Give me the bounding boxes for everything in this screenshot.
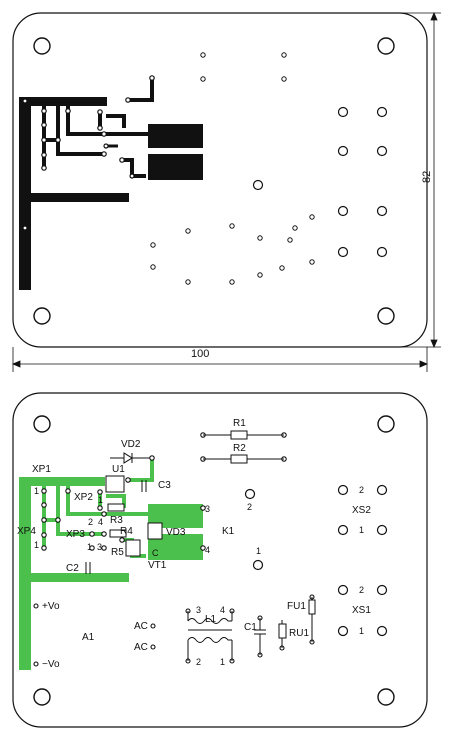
label-fu1: FU1 — [287, 601, 306, 612]
label-c2: C2 — [66, 563, 79, 574]
mount-hole-br — [377, 688, 395, 706]
mount-hole-tr — [377, 415, 395, 433]
mount-hole-tl — [33, 37, 51, 55]
label-r2: R2 — [233, 443, 246, 454]
mount-hole-bl — [33, 307, 51, 325]
label-xs2-pin1: 1 — [359, 525, 364, 535]
mount-hole-br — [377, 307, 395, 325]
large-holes — [252, 106, 388, 258]
label-vo-neg: −Vo — [42, 659, 60, 670]
mount-hole-tr — [377, 37, 395, 55]
label-vd2: VD2 — [121, 439, 141, 450]
label-c3: C3 — [158, 480, 171, 491]
label-xp2: XP2 — [74, 492, 93, 503]
large-pads — [244, 484, 388, 637]
label-k1: K1 — [222, 526, 235, 537]
free-holes — [150, 52, 315, 285]
label-xp3-pin1: 1 — [87, 542, 92, 552]
width-dimension: 100 — [191, 348, 209, 360]
label-xp4-pin: 1 — [34, 540, 39, 550]
top-board-outline — [12, 12, 428, 348]
mount-hole-tl — [33, 415, 51, 433]
pads-on-traces — [22, 75, 155, 231]
label-xp1-pin: 1 — [34, 486, 39, 496]
pads — [33, 432, 315, 667]
label-c: C — [152, 548, 159, 558]
bottom-board-outline — [12, 392, 428, 728]
label-xs2-pin2: 2 — [359, 485, 364, 495]
mount-hole-bl — [33, 688, 51, 706]
label-l1-pin3: 3 — [196, 605, 201, 615]
label-xp3-pin3: 3 — [97, 542, 102, 552]
label-xp4: XP4 — [17, 526, 36, 537]
label-vo-pos: +Vo — [42, 601, 60, 612]
label-xp3: XP3 — [66, 529, 85, 540]
component-outlines — [85, 430, 316, 661]
label-r5: R5 — [111, 547, 124, 558]
label-r3: R3 — [110, 515, 123, 526]
label-k1-pin1: 1 — [256, 546, 261, 556]
label-ac1: AC — [134, 621, 148, 632]
label-k1-pin3: 3 — [205, 504, 210, 514]
label-ru1: RU1 — [289, 628, 309, 639]
label-l1: L1 — [205, 614, 217, 625]
label-l1-pin4: 4 — [220, 605, 225, 615]
label-l1-pin2: 2 — [196, 657, 201, 667]
label-k1-pin4: 4 — [205, 545, 210, 555]
label-vt1: VT1 — [148, 560, 167, 571]
label-k1-pin2: 2 — [247, 502, 252, 512]
dimension-lines — [11, 11, 441, 372]
label-xp3-pin4: 4 — [98, 517, 103, 527]
label-u1: U1 — [112, 464, 125, 475]
height-dimension: 82 — [421, 171, 433, 183]
label-xs1: XS1 — [352, 605, 371, 616]
label-xp3-pin2: 2 — [88, 517, 93, 527]
label-r4: R4 — [120, 526, 133, 537]
label-xs1-pin1: 1 — [359, 626, 364, 636]
label-xs2: XS2 — [352, 505, 371, 516]
label-r1: R1 — [233, 418, 246, 429]
label-ac2: AC — [134, 642, 148, 653]
label-xp2-pin: 1 — [98, 495, 103, 505]
label-xs1-pin2: 2 — [359, 585, 364, 595]
top-board: 100 82 — [11, 11, 441, 372]
label-xp1: XP1 — [32, 464, 51, 475]
bottom-board: R1 R2 VD2 U1 C3 XP1 1 XP2 1 R3 R4 XP4 1 … — [12, 392, 428, 728]
component-labels: R1 R2 VD2 U1 C3 XP1 1 XP2 1 R3 R4 XP4 1 … — [17, 418, 371, 670]
label-a1: A1 — [82, 632, 95, 643]
label-l1-pin1: 1 — [220, 657, 225, 667]
label-vd3: VD3 — [166, 527, 186, 538]
label-c1: C1 — [244, 622, 257, 633]
